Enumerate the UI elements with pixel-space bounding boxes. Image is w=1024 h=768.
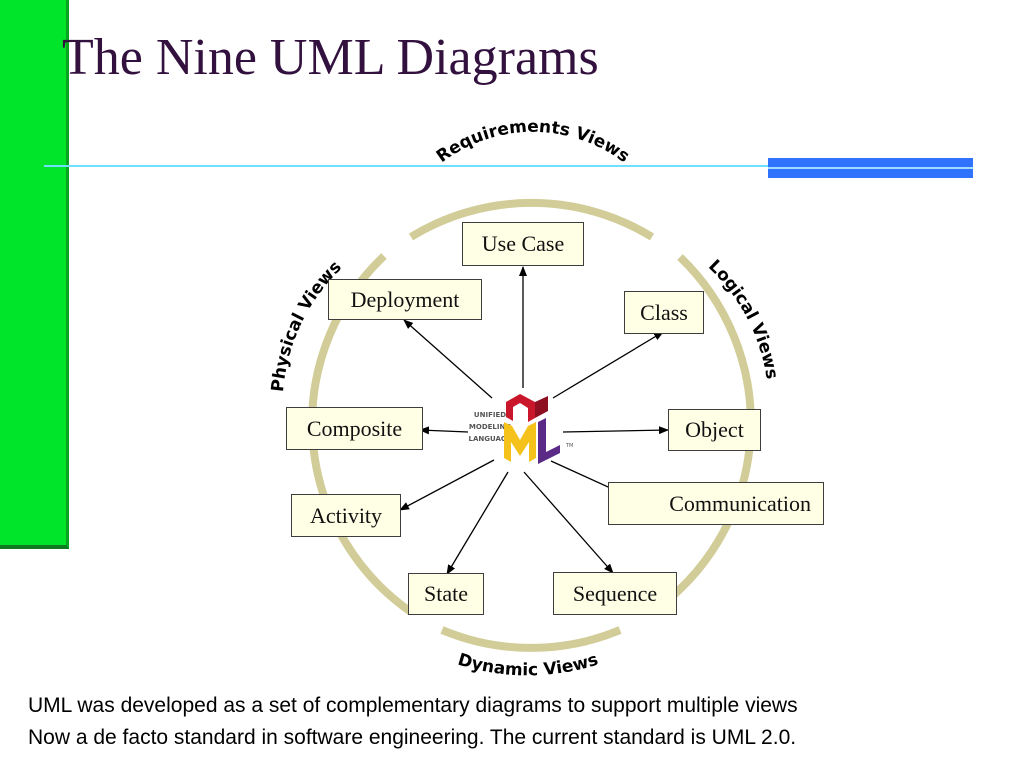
- footer-line-1: UML was developed as a set of complement…: [28, 694, 798, 717]
- composite-box: Composite: [286, 407, 423, 450]
- state-box: State: [408, 573, 484, 615]
- arrow-state: [446, 471, 509, 575]
- activity-box: Activity: [291, 494, 401, 537]
- arrow-composite: [419, 426, 469, 435]
- deployment-box: Deployment: [328, 279, 482, 320]
- arrow-sequence: [523, 471, 614, 574]
- requirements-views-label: Requirements Views: [433, 117, 633, 167]
- sequence-box: Sequence: [553, 572, 677, 615]
- page-title: The Nine UML Diagrams: [62, 29, 599, 86]
- logo-trademark: TM: [565, 443, 573, 449]
- use-case-box: Use Case: [462, 222, 584, 266]
- communication-box: Communication: [608, 482, 824, 525]
- accent-bar: [0, 0, 69, 549]
- object-box: Object: [668, 409, 761, 451]
- uml-logo: UNIFIED MODELING LANGUAGE TM: [469, 394, 573, 464]
- arrow-class: [552, 331, 664, 399]
- logo-line-language: LANGUAGE: [469, 435, 512, 443]
- class-box: Class: [624, 291, 704, 334]
- ring-segment-top: [408, 198, 655, 241]
- arrow-object: [562, 426, 669, 435]
- title-divider-accent: [768, 158, 973, 178]
- logo-line-unified: UNIFIED: [474, 411, 506, 419]
- arrow-activity: [399, 459, 495, 511]
- arrow-deployment: [403, 319, 493, 399]
- dynamic-views-label: Dynamic Views: [455, 650, 600, 681]
- footer-text: UML was developed as a set of complement…: [28, 690, 798, 754]
- title-divider: [44, 165, 774, 167]
- logo-line-modeling: MODELING: [469, 423, 511, 431]
- footer-line-2: Now a de facto standard in software engi…: [28, 726, 797, 749]
- ring-segment-bottom: [440, 626, 622, 652]
